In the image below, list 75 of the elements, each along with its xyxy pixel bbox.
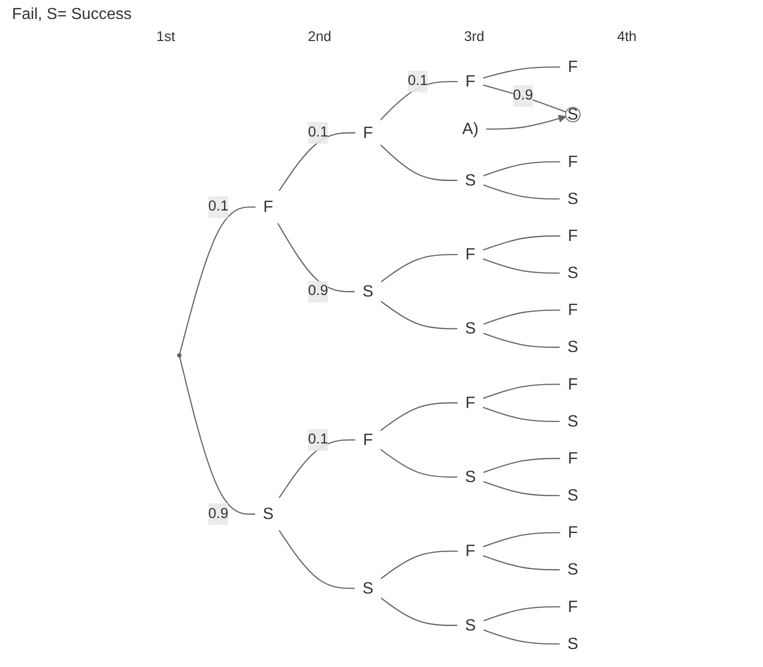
connector xyxy=(482,184,560,200)
node-text: S xyxy=(567,189,578,208)
node-text: F xyxy=(263,198,274,216)
node-text: F xyxy=(568,597,578,616)
edge-label: 0.1 xyxy=(208,198,228,214)
node-text: S xyxy=(464,468,476,486)
connector xyxy=(179,206,256,354)
node-point xyxy=(177,353,182,358)
column-heading: 4th xyxy=(617,28,637,44)
connector xyxy=(278,530,356,589)
connector xyxy=(179,357,256,515)
connector xyxy=(482,384,561,400)
node-text: S xyxy=(464,170,476,189)
connector xyxy=(482,332,560,348)
connector xyxy=(482,629,560,645)
edge-label: 0.9 xyxy=(308,283,328,299)
node-circle: S xyxy=(565,106,581,122)
node-text: S xyxy=(567,634,578,653)
node-text: S xyxy=(567,486,578,504)
connector xyxy=(277,222,356,292)
edge-label: 0.9 xyxy=(208,506,228,522)
connector xyxy=(380,254,458,283)
connector xyxy=(482,606,561,622)
connector xyxy=(482,532,561,548)
connector xyxy=(482,258,560,274)
node-text: F xyxy=(465,393,476,412)
node-text: S xyxy=(262,504,274,523)
node-text: S xyxy=(567,560,578,578)
connector xyxy=(482,458,561,474)
connector xyxy=(380,402,458,432)
connector xyxy=(482,84,566,113)
connector xyxy=(482,406,560,422)
connector xyxy=(278,132,356,192)
node-text: S xyxy=(362,282,374,300)
connector xyxy=(380,448,458,478)
legend-note: Fail, S= Success xyxy=(12,6,132,23)
edge-label: 0.1 xyxy=(308,124,328,140)
node-text: F xyxy=(362,123,373,142)
connector xyxy=(380,550,458,580)
node-text: F xyxy=(465,72,476,90)
node-text: F xyxy=(568,58,578,76)
connector xyxy=(482,66,561,79)
node-text: S xyxy=(464,616,476,634)
connector xyxy=(482,554,560,570)
connector xyxy=(380,80,458,121)
connector xyxy=(482,480,560,496)
node-text: S xyxy=(567,412,578,430)
node-text: A) xyxy=(462,120,479,138)
node-text: S xyxy=(362,578,374,597)
node-text: S xyxy=(567,264,578,282)
column-heading: 3rd xyxy=(464,28,484,44)
node-text: F xyxy=(568,300,578,319)
connector xyxy=(482,310,561,325)
column-heading: 1st xyxy=(156,28,176,44)
connector xyxy=(380,144,458,181)
edge-label: 0.1 xyxy=(408,73,428,89)
connector xyxy=(380,597,458,626)
arrow xyxy=(486,114,566,130)
node-text: F xyxy=(362,430,373,449)
edge-label: 0.9 xyxy=(512,88,534,104)
connector xyxy=(380,300,458,330)
node-text: F xyxy=(568,226,578,245)
node-text: F xyxy=(568,523,578,542)
connector xyxy=(278,439,356,499)
node-text: F xyxy=(465,542,476,560)
node-text: S xyxy=(567,338,578,356)
edge-label: 0.1 xyxy=(308,432,328,448)
node-text: S xyxy=(464,319,476,338)
node-text: F xyxy=(568,449,578,468)
node-text: F xyxy=(568,374,578,393)
column-heading: 2nd xyxy=(308,28,332,44)
node-text: F xyxy=(568,152,578,170)
connector xyxy=(482,161,561,176)
node-text: F xyxy=(465,245,476,264)
connector xyxy=(482,235,561,251)
